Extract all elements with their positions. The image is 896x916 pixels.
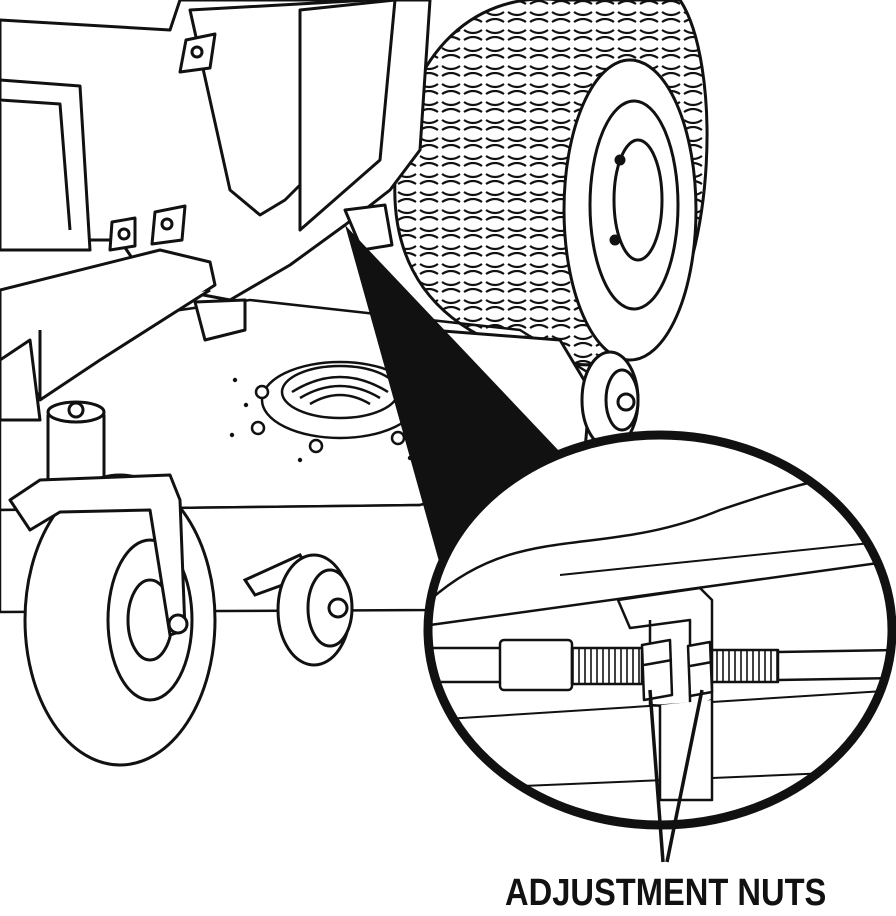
- detail-inset: [423, 430, 896, 830]
- label-leader-lines: [648, 689, 704, 863]
- front-caster-wheel: [8, 400, 217, 767]
- rear-tire: [393, 0, 709, 367]
- deck-roller-wheel: [242, 553, 354, 667]
- front-axle: [0, 248, 217, 422]
- mower-body: [0, 0, 432, 342]
- adjustment-nuts-label: ADJUSTMENT NUTS: [505, 872, 827, 914]
